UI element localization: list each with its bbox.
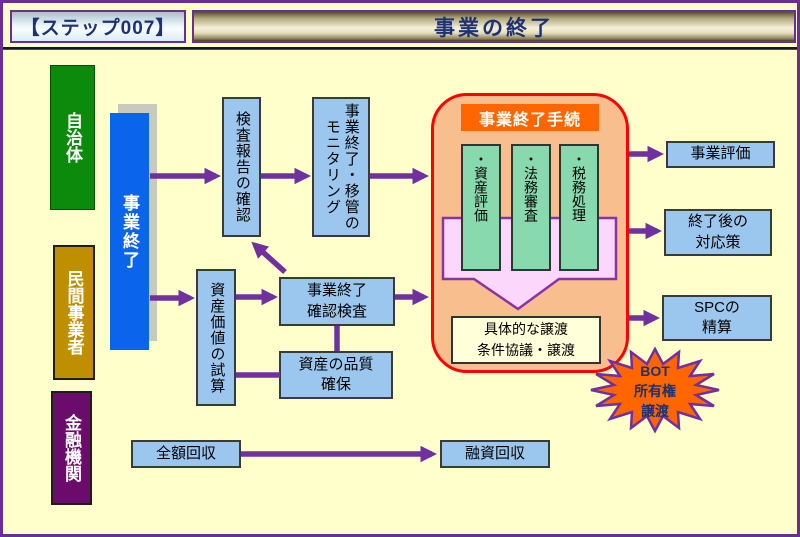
lane-private-operator-label: 民間事業者: [64, 270, 84, 355]
step-badge: 【ステップ007】: [10, 10, 186, 43]
step-label: 【ステップ007】: [20, 18, 176, 39]
business-end-bar: 事業終了: [110, 113, 149, 350]
node-business-evaluation: 事業評価: [666, 141, 775, 168]
title-bar: 事業の終了: [192, 10, 796, 43]
node-full-recovery: 全額回収: [131, 440, 241, 468]
node-monitoring: 事業終了・移管の モニタリング: [312, 97, 370, 237]
lane-government: 自治体: [50, 65, 95, 210]
bot-transfer-label: BOT 所有権 譲渡: [634, 362, 676, 420]
starburst-shape: [590, 346, 720, 434]
procedure-item-legal-review: ・法務審査: [511, 144, 551, 271]
procedure-title: 事業終了手続: [478, 111, 581, 129]
lane-financial-institution-label: 金融機関: [62, 414, 81, 482]
starburst-icon: [590, 346, 720, 434]
node-post-end-measures: 終了後の 対応策: [664, 209, 772, 256]
node-transfer-negotiation: 具体的な譲渡 条件協議・譲渡: [451, 316, 601, 364]
arrow-end-confirm-to-inspection: [251, 241, 287, 275]
page-title: 事業の終了: [434, 16, 554, 40]
procedure-title-bar: 事業終了手続: [461, 104, 599, 131]
business-end-label: 事業終了: [120, 193, 139, 270]
lane-private-operator: 民間事業者: [53, 245, 95, 380]
node-asset-quality-assurance: 資産の品質 確保: [279, 351, 393, 399]
node-loan-recovery: 融資回収: [440, 440, 550, 468]
procedure-container: 事業終了手続 ・資産評価 ・法務審査 ・税務処理 具体的な譲渡 条件協議・譲渡: [431, 93, 629, 373]
lane-government-label: 自治体: [63, 112, 82, 163]
procedure-item-tax-processing: ・税務処理: [559, 144, 599, 271]
node-asset-value-estimate: 資産価値の試算: [196, 269, 236, 406]
procedure-item-asset-valuation: ・資産評価: [461, 144, 501, 271]
node-inspection-report: 検査報告の確認: [222, 97, 261, 237]
lane-financial-institution: 金融機関: [51, 391, 92, 505]
node-spc-settlement: SPCの 精算: [662, 295, 772, 341]
node-end-confirmation-inspection: 事業終了 確認検査: [279, 277, 395, 326]
header-divider: [3, 47, 797, 50]
